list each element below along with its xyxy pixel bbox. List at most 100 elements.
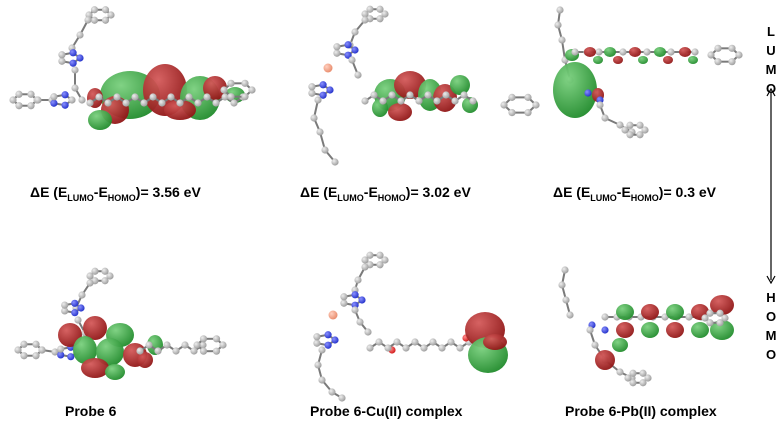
energy-gap-label-probe6: ΔE (ELUMO-EHOMO)= 3.56 eV <box>30 184 201 203</box>
orbital-lobe-positive <box>616 304 634 320</box>
orbital-lobe-positive <box>654 47 666 57</box>
energy-double-arrow <box>766 88 776 284</box>
carbon-atom <box>107 11 115 19</box>
carbon-atom <box>639 379 647 387</box>
carbon-atom <box>338 394 346 402</box>
carbon-atom <box>58 57 66 65</box>
carbon-atom <box>376 5 384 13</box>
carbon-atom <box>158 99 166 107</box>
carbon-atom <box>101 6 110 14</box>
carbon-atom <box>149 93 157 101</box>
nitrogen-atom <box>351 46 359 54</box>
carbon-atom <box>701 314 709 322</box>
carbon-atom <box>561 266 569 274</box>
carbon-atom <box>469 97 477 105</box>
carbon-atom <box>442 91 450 99</box>
carbon-atom <box>227 79 235 87</box>
nitrogen-atom <box>358 296 366 304</box>
orbital-lobe-positive <box>604 47 616 57</box>
probe-label-probe6: Probe 6 <box>65 403 117 419</box>
orbital-lobe-negative <box>666 322 684 338</box>
carbon-atom <box>438 344 446 352</box>
carbon-atom <box>90 16 99 24</box>
carbon-atom <box>248 86 256 94</box>
orbital-lobe-negative <box>616 322 634 338</box>
orbital-lobe-positive <box>450 75 470 95</box>
carbon-atom <box>310 114 318 122</box>
carbon-atom <box>402 344 410 352</box>
carbon-atom <box>384 344 392 352</box>
carbon-atom <box>361 263 369 271</box>
carbon-atom <box>20 352 28 360</box>
carbon-atom <box>447 338 455 346</box>
carbon-atom <box>379 97 387 105</box>
carbon-atom <box>15 102 23 110</box>
carbon-atom <box>57 345 65 353</box>
nitrogen-atom <box>71 309 79 317</box>
carbon-atom <box>172 347 180 355</box>
carbon-atom <box>51 348 59 356</box>
carbon-atom <box>433 97 441 105</box>
homo-letter: O <box>765 347 777 362</box>
carbon-atom <box>318 376 326 384</box>
carbon-atom <box>636 131 644 139</box>
carbon-atom <box>340 299 348 307</box>
carbon-atom <box>351 306 359 314</box>
carbon-atom <box>68 96 76 104</box>
orbital-lobe-positive <box>691 322 709 338</box>
carbon-atom <box>333 49 341 57</box>
orbital-lobe-negative <box>81 358 109 378</box>
nitrogen-atom <box>331 336 339 344</box>
probe-label-pb: Probe 6-Pb(II) complex <box>565 403 717 419</box>
energy-gap-label-pb: ΔE (ELUMO-EHOMO)= 0.3 eV <box>553 184 717 203</box>
carbon-atom <box>406 91 414 99</box>
copper-atom <box>323 63 333 73</box>
carbon-atom <box>361 97 369 105</box>
orbital-lobe-positive <box>710 320 734 340</box>
carbon-atom <box>451 97 459 105</box>
carbon-atom <box>556 6 564 14</box>
carbon-atom <box>154 347 162 355</box>
carbon-atom <box>221 93 229 101</box>
carbon-atom <box>735 51 743 59</box>
probe-label-cu: Probe 6-Cu(II) complex <box>310 403 463 419</box>
lumo-letter: M <box>765 62 777 77</box>
carbon-atom <box>328 388 336 396</box>
carbon-atom <box>145 341 153 349</box>
carbon-atom <box>424 91 432 99</box>
carbon-atom <box>76 31 84 39</box>
carbon-atom <box>707 51 715 59</box>
carbon-atom <box>524 109 532 117</box>
carbon-atom <box>9 96 17 104</box>
carbon-atom <box>199 347 208 355</box>
nitrogen-atom <box>596 96 604 104</box>
carbon-atom <box>14 346 22 354</box>
carbon-atom <box>616 368 624 376</box>
nitrogen-atom <box>57 351 65 359</box>
orbital-lobe-negative <box>137 352 153 368</box>
carbon-atom <box>190 347 198 355</box>
lumo-letter: L <box>767 24 775 39</box>
carbon-atom <box>601 114 609 122</box>
carbon-atom <box>316 128 324 136</box>
orbital-lobe-negative <box>394 71 426 99</box>
carbon-atom <box>636 121 644 129</box>
homo-letter: O <box>765 309 777 324</box>
carbon-atom <box>314 96 322 104</box>
carbon-atom <box>644 374 652 382</box>
carbon-atom <box>199 341 207 349</box>
carbon-atom <box>366 5 374 13</box>
carbon-atom <box>601 313 609 321</box>
carbon-atom <box>27 102 35 110</box>
carbon-atom <box>366 251 374 259</box>
orbital-lobe-positive <box>96 338 124 366</box>
carbon-atom <box>101 267 109 275</box>
carbon-atom <box>167 93 175 101</box>
nitrogen-atom <box>77 304 85 312</box>
orbital-lobe-positive <box>88 110 112 130</box>
nitrogen-atom <box>326 86 334 94</box>
carbon-atom <box>361 10 369 18</box>
orbital-lobe-positive <box>73 336 97 364</box>
carbon-atom <box>376 251 384 259</box>
carbon-atom <box>415 97 423 105</box>
